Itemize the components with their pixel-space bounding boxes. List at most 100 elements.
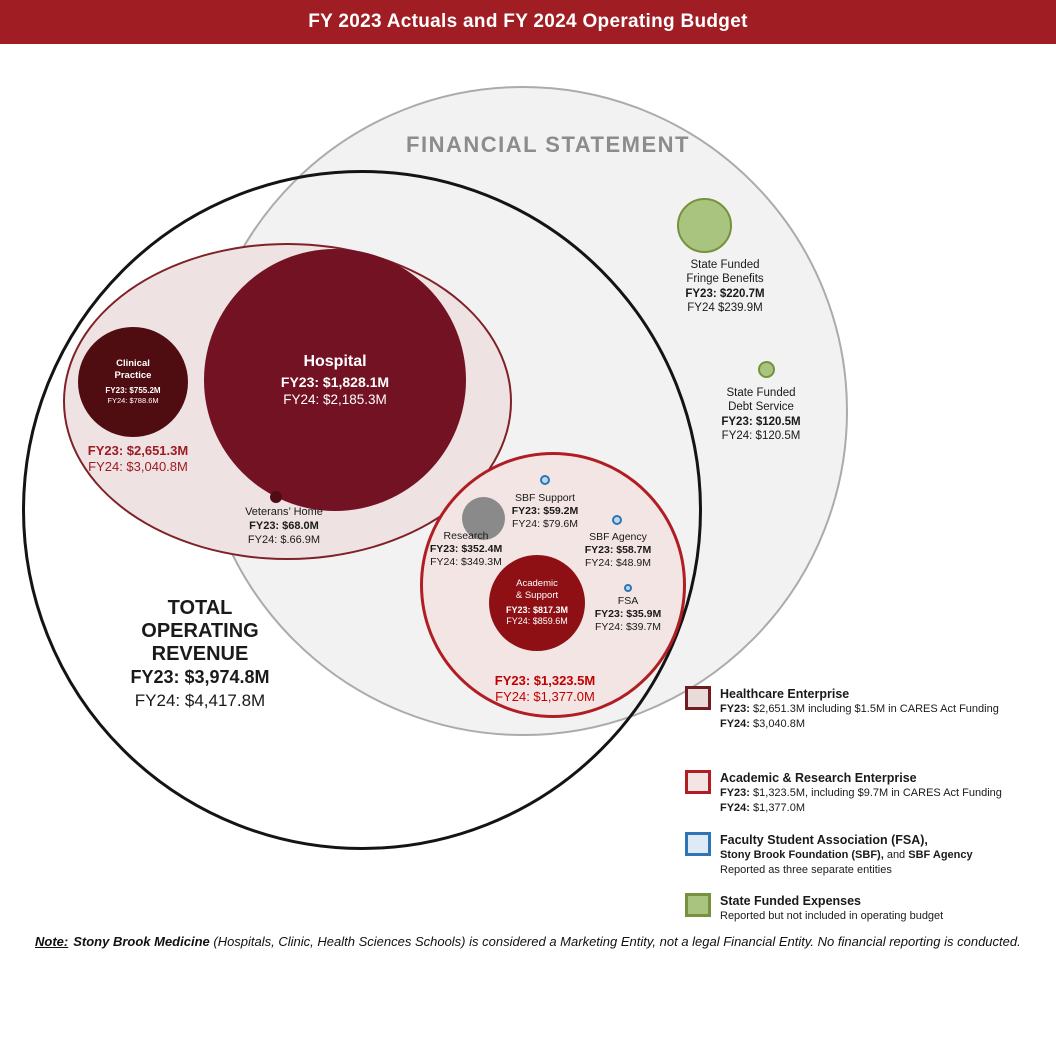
legend-academic-fy24: FY24: $1,377.0M xyxy=(720,801,1056,815)
legend-healthcare-title: Healthcare Enterprise xyxy=(720,687,850,701)
page-title-bar: FY 2023 Actuals and FY 2024 Operating Bu… xyxy=(0,0,1056,44)
legend-healthcare-fy24: FY24: $3,040.8M xyxy=(720,717,1056,731)
legend-state-funded-title: State Funded Expenses xyxy=(720,894,862,908)
legend-healthcare-fy23: FY23: $2,651.3M including $1.5M in CARES… xyxy=(720,702,1056,716)
hospital-bubble: Hospital FY23: $1,828.1M FY24: $2,185.3M xyxy=(204,249,466,511)
fringe-benefits-label: State Funded Fringe Benefits FY23: $220.… xyxy=(640,258,810,316)
tor-line-2: OPERATING xyxy=(141,620,259,642)
legend-healthcare-fy23-label: FY23: xyxy=(720,703,750,716)
sbf-support-dot xyxy=(540,475,550,485)
footnote-bold: Stony Brook Medicine xyxy=(73,934,210,949)
tor-line-1: TOTAL xyxy=(167,597,233,619)
legend-item-fsa-sbf: Faculty Student Association (FSA), Stony… xyxy=(685,832,1056,877)
academic-swatch xyxy=(685,770,711,794)
veterans-home-label: Veterans’ Home FY23: $68.0M FY24: $.66.9… xyxy=(199,506,369,547)
financial-statement-label: FINANCIAL STATEMENT xyxy=(406,132,690,157)
legend-fsa-note: Reported as three separate entities xyxy=(720,863,892,876)
debt-service-dot xyxy=(758,361,775,378)
fringe-name-2: Fringe Benefits xyxy=(686,273,764,286)
footnote-label: Note: xyxy=(35,934,69,949)
debt-name-2: Debt Service xyxy=(728,401,794,414)
legend-healthcare-fy24-text: $3,040.8M xyxy=(749,717,806,730)
research-fy23: FY23: $352.4M xyxy=(429,543,503,556)
legend-academic-fy24-label: FY24: xyxy=(720,801,750,814)
fsa-name: FSA xyxy=(617,595,639,607)
tor-fy24: FY24: $4,417.8M xyxy=(134,691,266,710)
academic-support-name-1: Academic xyxy=(516,577,558,589)
sbf-support-fy23: FY23: $59.2M xyxy=(511,505,579,518)
tor-fy23: FY23: $3,974.8M xyxy=(130,667,270,687)
legend-item-healthcare: Healthcare Enterprise FY23: $2,651.3M in… xyxy=(685,686,1056,731)
healthcare-totals: FY23: $2,651.3M FY24: $3,040.8M xyxy=(48,443,228,476)
veterans-name: Veterans’ Home xyxy=(245,506,323,518)
legend-item-academic: Academic & Research Enterprise FY23: $1,… xyxy=(685,770,1056,815)
total-operating-revenue-circle xyxy=(22,170,702,850)
hospital-name: Hospital xyxy=(303,352,367,370)
sbf-agency-name: SBF Agency xyxy=(589,531,647,543)
veterans-fy24: FY24: $.66.9M xyxy=(247,533,321,546)
clinical-fy23: FY23: $755.2M xyxy=(105,385,161,395)
fsa-fy23: FY23: $35.9M xyxy=(594,608,662,621)
sbf-agency-dot xyxy=(612,515,622,525)
legend-item-state-funded: State Funded Expenses Reported but not i… xyxy=(685,893,1056,924)
debt-fy24: FY24: $120.5M xyxy=(721,430,801,443)
sbf-agency-fy24: FY24: $48.9M xyxy=(585,557,651,570)
legend-healthcare-fy24-label: FY24: xyxy=(720,717,750,730)
total-operating-revenue-label: TOTAL OPERATING REVENUE FY23: $3,974.8M … xyxy=(100,597,300,712)
fsa-fy24: FY24: $39.7M xyxy=(595,621,661,634)
legend-state-funded-note: Reported but not included in operating b… xyxy=(720,910,944,923)
academic-support-fy23: FY23: $817.3M xyxy=(505,604,569,615)
academic-support-bubble: Academic & Support FY23: $817.3M FY24: $… xyxy=(489,555,585,651)
academic-fy24: FY24: $1,377.0M xyxy=(495,689,595,705)
clinical-name-2: Practice xyxy=(114,370,152,382)
academic-totals: FY23: $1,323.5M FY24: $1,377.0M xyxy=(463,673,627,706)
fsa-dot xyxy=(624,584,632,592)
clinical-fy24: FY24: $788.6M xyxy=(107,396,159,406)
footnote-rest: (Hospitals, Clinic, Health Sciences Scho… xyxy=(209,934,1021,949)
academic-support-name-2: & Support xyxy=(515,590,559,602)
healthcare-fy24: FY24: $3,040.8M xyxy=(88,459,188,475)
sbf-support-fy24: FY24: $79.6M xyxy=(512,518,578,531)
fsa-label: FSA FY23: $35.9M FY24: $39.7M xyxy=(580,595,676,634)
state-funded-swatch xyxy=(685,893,711,917)
legend-academic-fy24-text: $1,377.0M xyxy=(749,801,806,814)
legend-fsa-and: and xyxy=(883,849,909,862)
footnote: Note: Stony Brook Medicine (Hospitals, Cl… xyxy=(35,934,1035,949)
academic-fy23: FY23: $1,323.5M xyxy=(494,673,596,688)
legend-fsa-title-2: Stony Brook Foundation (SBF), and SBF Ag… xyxy=(720,848,1056,862)
debt-service-label: State Funded Debt Service FY23: $120.5M … xyxy=(676,386,846,444)
legend-healthcare-fy23-text: $2,651.3M including $1.5M in CARES Act F… xyxy=(749,703,999,716)
clinical-name-1: Clinical xyxy=(116,358,150,370)
page-title: FY 2023 Actuals and FY 2024 Operating Bu… xyxy=(308,11,748,32)
debt-fy23: FY23: $120.5M xyxy=(721,415,801,428)
fringe-fy24: FY24 $239.9M xyxy=(687,302,763,315)
legend-academic-fy23-text: $1,323.5M, including $9.7M in CARES Act … xyxy=(749,787,1002,800)
sbf-support-label: SBF Support FY23: $59.2M FY24: $79.6M xyxy=(487,492,603,531)
hospital-fy23: FY23: $1,828.1M xyxy=(280,373,390,390)
clinical-practice-bubble: Clinical Practice FY23: $755.2M FY24: $7… xyxy=(78,327,188,437)
veterans-fy23: FY23: $68.0M xyxy=(249,519,319,532)
legend-academic-fy23: FY23: $1,323.5M, including $9.7M in CARE… xyxy=(720,786,1056,800)
legend-academic-title: Academic & Research Enterprise xyxy=(720,771,917,785)
hospital-fy24: FY24: $2,185.3M xyxy=(283,391,387,407)
fsa-sbf-swatch xyxy=(685,832,711,856)
sbf-agency-label: SBF Agency FY23: $58.7M FY24: $48.9M xyxy=(560,531,676,570)
veterans-home-dot xyxy=(270,491,282,503)
sbf-support-name: SBF Support xyxy=(514,492,576,504)
healthcare-swatch xyxy=(685,686,711,710)
research-name: Research xyxy=(443,530,489,542)
healthcare-fy23: FY23: $2,651.3M xyxy=(87,443,189,458)
fringe-fy23: FY23: $220.7M xyxy=(685,287,765,300)
academic-support-fy24: FY24: $859.6M xyxy=(506,616,568,627)
research-fy24: FY24: $349.3M xyxy=(430,556,502,569)
fringe-benefits-bubble xyxy=(677,198,732,253)
legend-academic-fy23-label: FY23: xyxy=(720,787,750,800)
legend-sbf-agency-bold: SBF Agency xyxy=(908,849,973,862)
legend-fsa-title-1: Faculty Student Association (FSA), xyxy=(720,833,928,847)
fringe-name-1: State Funded xyxy=(690,259,760,271)
sbf-agency-fy23: FY23: $58.7M xyxy=(584,544,652,557)
research-label: Research FY23: $352.4M FY24: $349.3M xyxy=(406,530,526,569)
debt-name-1: State Funded xyxy=(726,387,796,399)
tor-line-3: REVENUE xyxy=(151,643,249,665)
